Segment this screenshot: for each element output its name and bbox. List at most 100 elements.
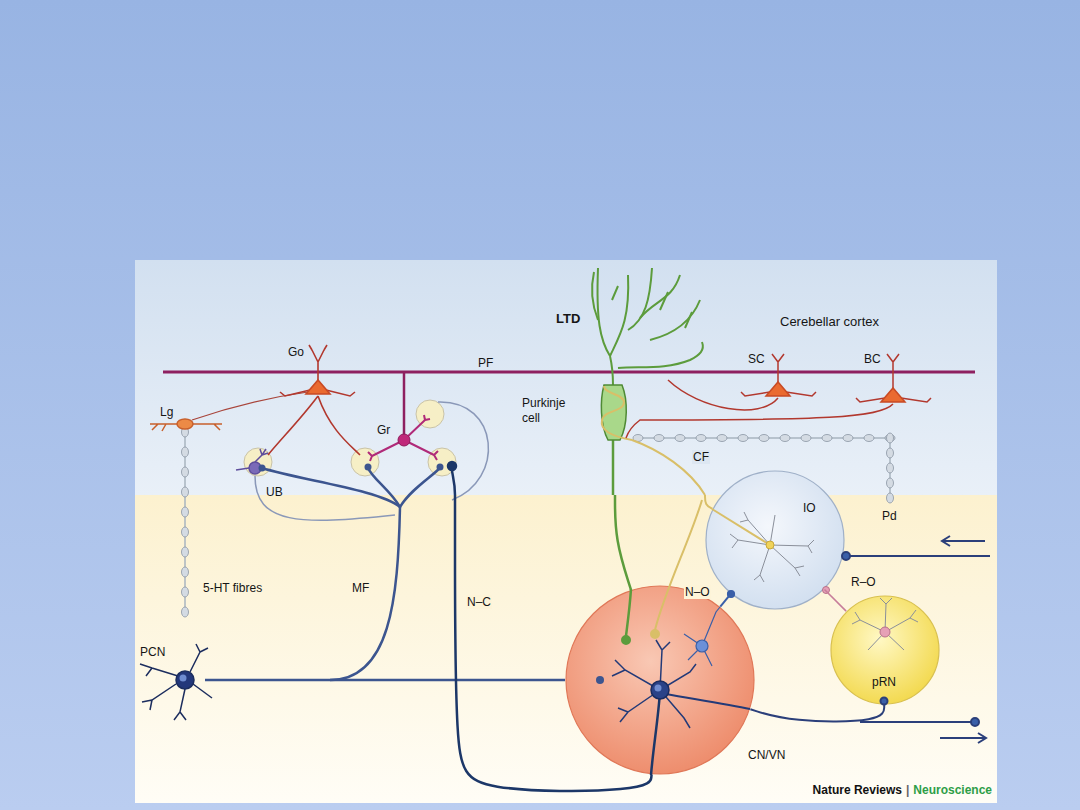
lugaro-cell — [177, 419, 193, 429]
red-nucleus-neuron — [880, 627, 890, 637]
beaded-fibre — [182, 507, 189, 517]
nuclear-output — [940, 733, 986, 743]
edge-label-holder: CF — [692, 447, 710, 465]
purkinje-cell — [612, 440, 615, 495]
precerebellar-neuron — [140, 644, 212, 720]
label-holder: Gr — [377, 420, 390, 438]
cell-label: BC — [864, 352, 881, 366]
purkinje-cell — [622, 636, 630, 644]
beaded-fibre — [759, 435, 769, 442]
nuclear-output — [860, 721, 972, 723]
precerebellar-neuron — [180, 675, 187, 682]
nucleo-olivary-neuron — [684, 591, 735, 667]
label-holder: PF — [478, 353, 493, 371]
purkinje-cell — [650, 300, 700, 340]
golgi-cell — [306, 380, 330, 394]
glomerulus — [351, 448, 379, 476]
nuclear-output — [881, 698, 888, 705]
mossy-fibre — [255, 476, 395, 520]
node-title: pRN — [872, 675, 896, 689]
figure-panel — [135, 495, 997, 803]
precerebellar-neuron — [176, 671, 194, 689]
nucleo-olivary-neuron — [684, 607, 720, 666]
beaded-fibre — [887, 493, 894, 503]
climbing-fibre — [632, 440, 705, 495]
edge-label-holder: N–C — [466, 592, 492, 610]
golgi-cell — [268, 345, 360, 455]
nuclear-output — [971, 718, 979, 726]
label-holder: Purkinje cell — [522, 396, 584, 426]
olive-input — [846, 555, 990, 557]
nuclear-neuron — [666, 694, 750, 709]
beaded-fibre — [864, 435, 874, 442]
climbing-fibre-connector — [705, 495, 712, 509]
mossy-fibre — [330, 507, 400, 680]
beaded-fibre — [801, 435, 811, 442]
parallel-fibre — [163, 371, 975, 374]
nucleocortical-fibre — [452, 470, 455, 495]
beaded-fibre — [184, 432, 186, 612]
inferior-olive-circle — [706, 471, 844, 609]
label-holder: SC — [748, 349, 765, 367]
cell-label: Gr — [377, 423, 390, 437]
beaded-fibre — [675, 435, 685, 442]
nucleo-olivary-neuron — [696, 640, 708, 652]
beaded-fibre — [887, 478, 894, 488]
purkinje-cell — [612, 286, 692, 328]
nuclear-neuron — [655, 685, 662, 692]
red-nucleus: pRN — [830, 595, 940, 705]
beaded-fibre — [717, 435, 727, 442]
lugaro-cell — [192, 392, 308, 420]
figure-panel — [135, 260, 997, 803]
precerebellar-neuron — [174, 689, 186, 720]
edge-label: N–C — [466, 595, 492, 609]
purkinje-cell — [618, 342, 703, 368]
precerebellar-neuron — [142, 684, 176, 710]
label-holder: Go — [288, 342, 304, 360]
basket-cell — [887, 354, 899, 392]
stellate-cell — [766, 382, 790, 396]
cell-label: Lg — [160, 405, 173, 419]
beaded-fibre — [182, 427, 896, 617]
unipolar-brush-cell — [236, 468, 249, 470]
red-nucleus-circle — [831, 596, 939, 704]
inferior-olive-neuron — [730, 534, 770, 548]
inferior-olive-neuron — [740, 512, 770, 545]
beaded-fibre — [887, 448, 894, 458]
olive-input — [842, 536, 990, 560]
inferior-olive-neuron — [770, 545, 804, 576]
cell-label: Purkinje cell — [522, 396, 584, 426]
mossy-terminal — [365, 464, 372, 471]
label-holder: Lg — [160, 402, 173, 420]
precerebellar-neuron — [190, 644, 208, 672]
basket-cell — [626, 404, 893, 438]
beaded-fibre — [654, 435, 664, 442]
granule-cell — [368, 415, 438, 461]
unipolar-brush-cell — [255, 449, 268, 462]
cell-label: Go — [288, 345, 304, 359]
beaded-fibre — [780, 435, 790, 442]
mossy-terminal — [259, 464, 605, 685]
nucleocortical-connector — [455, 495, 652, 791]
fibre-label: MF — [352, 581, 369, 595]
inferior-olive-neuron — [766, 541, 774, 549]
climbing-fibre — [602, 386, 632, 440]
mossy-terminal — [596, 676, 604, 684]
beaded-fibre — [887, 433, 894, 443]
beaded-fibre — [887, 463, 894, 473]
inferior-olive-neuron — [770, 540, 814, 553]
node-title: IO — [803, 501, 816, 515]
cell-label: SC — [748, 352, 765, 366]
purkinje-cell — [628, 268, 652, 330]
fibre-label: PF — [478, 356, 493, 370]
nuclear-neuron — [612, 640, 750, 728]
beaded-fibre — [182, 487, 189, 497]
golgi-cell — [309, 345, 327, 384]
stellate-cell — [668, 380, 778, 410]
purkinje-cell — [610, 356, 613, 385]
basket-cell — [626, 354, 931, 438]
credit-separator: | — [906, 783, 909, 797]
mossy-fibre — [438, 402, 488, 500]
purkinje-cell — [610, 275, 628, 356]
